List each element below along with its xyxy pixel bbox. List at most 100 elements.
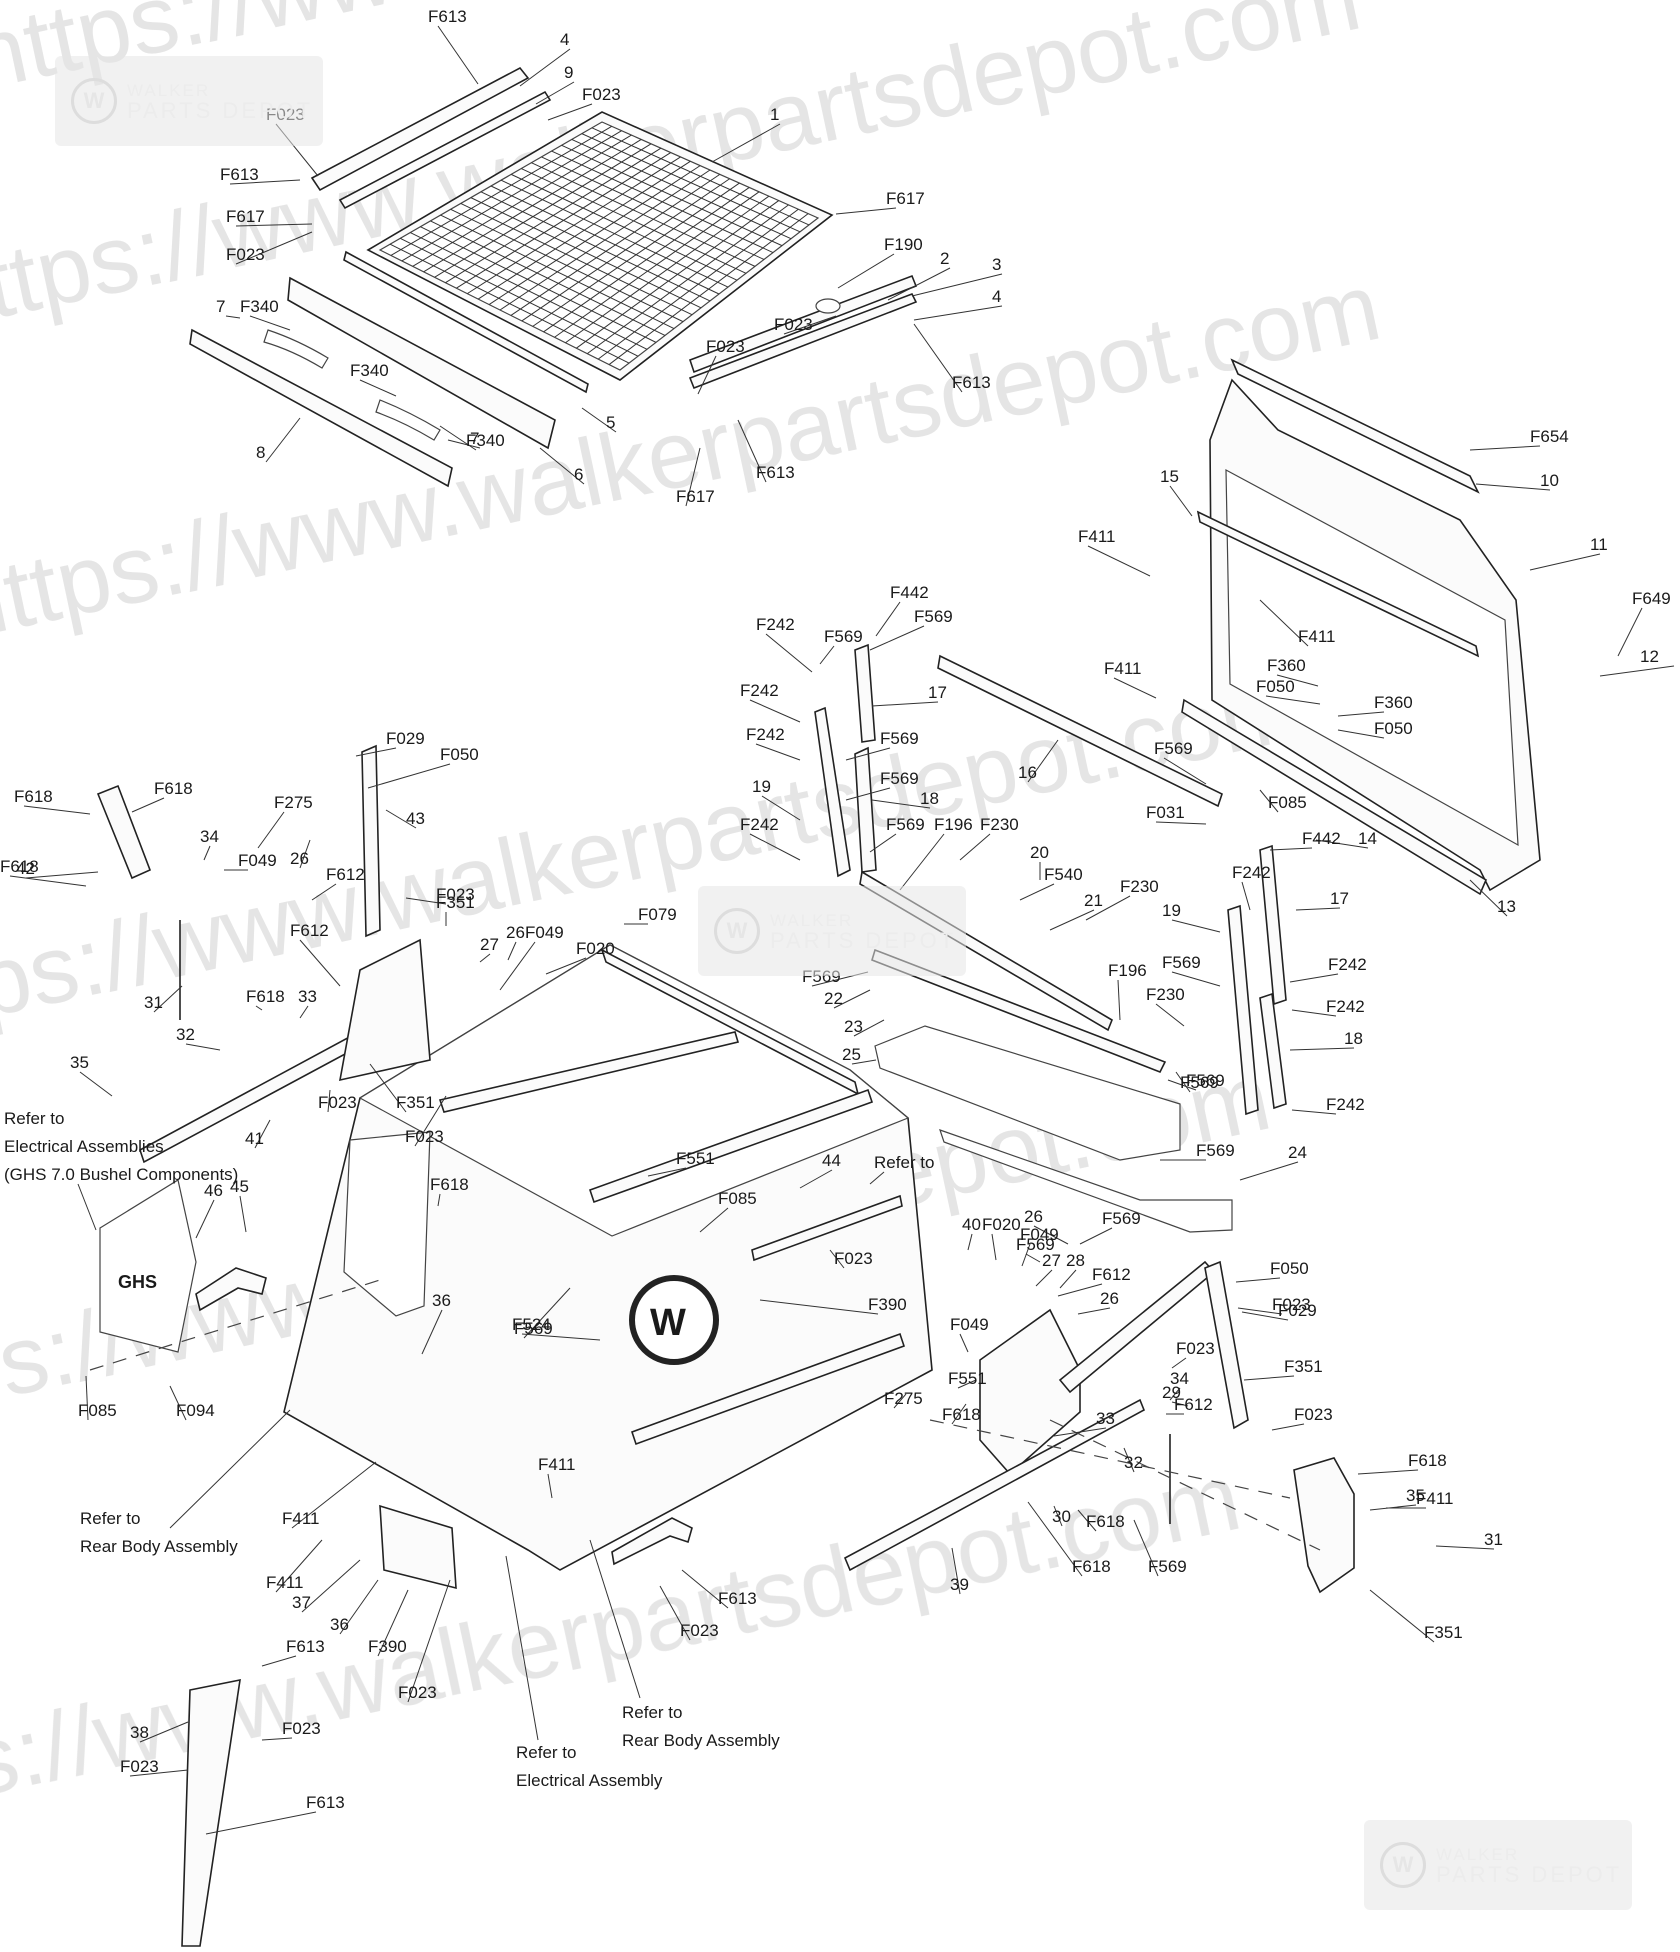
- callout-leader: [405, 897, 447, 905]
- mesh-line: [500, 179, 729, 288]
- callout-label: 12: [1640, 647, 1659, 666]
- note-electrical-bottom: Refer to Electrical Assembly: [505, 1555, 663, 1790]
- callout-label: F351: [1284, 1357, 1323, 1376]
- callout-leaders: [9, 25, 1675, 1835]
- callout-leader: [79, 1071, 113, 1097]
- callout-leader: [913, 305, 1003, 321]
- callout-leader: [1289, 973, 1339, 983]
- callout-leader: [1035, 1269, 1053, 1287]
- callout-leader: [1171, 1357, 1187, 1369]
- callout-label: 18: [920, 789, 939, 808]
- callout-leader: [1271, 1423, 1305, 1431]
- callout-label: F275: [884, 1389, 923, 1408]
- callout-leader: [1235, 1277, 1281, 1283]
- callout-label: 15: [1160, 467, 1179, 486]
- callout-leader: [951, 1403, 967, 1425]
- callout-leader: [225, 315, 241, 319]
- callout-leader: [1269, 847, 1313, 851]
- mesh-line: [532, 182, 740, 327]
- callout-label: F442: [1302, 829, 1341, 848]
- badge-line1: WALKER: [127, 81, 211, 100]
- callout-leader: [959, 833, 991, 861]
- callout-leader: [291, 1461, 377, 1529]
- arm-28: [1058, 1260, 1216, 1394]
- callout-leader: [765, 633, 813, 673]
- callout-leader: [1133, 1519, 1159, 1577]
- callout-label: F524: [512, 1315, 551, 1334]
- badge-line2: PARTS DEPOT: [127, 98, 314, 123]
- mesh-line: [499, 169, 711, 311]
- callout-leader: [437, 1193, 441, 1207]
- callout-label: F411: [1104, 659, 1142, 678]
- callout-label: F569: [1154, 739, 1193, 758]
- callout-label: F085: [78, 1401, 117, 1420]
- callout-leader: [819, 645, 835, 665]
- callout-label: 24: [1288, 1143, 1307, 1162]
- rod-35-right: [843, 1398, 1146, 1572]
- callout-leader: [301, 1559, 361, 1613]
- note-leader: [505, 1555, 539, 1741]
- callout-leader: [685, 447, 701, 507]
- callout-label: F569: [1102, 1209, 1141, 1228]
- callout-label: F242: [756, 615, 795, 634]
- callout-leader: [1259, 599, 1309, 647]
- badge-line1: WALKER: [770, 911, 854, 930]
- callout-leader: [659, 1585, 691, 1641]
- note-line: Refer to: [4, 1109, 64, 1128]
- callout-label: F230: [1120, 877, 1159, 896]
- callout-leader: [299, 939, 341, 987]
- callout-leader: [229, 179, 301, 185]
- note-line: Refer to: [622, 1703, 682, 1722]
- callout-leader: [749, 699, 801, 723]
- strip-16: [937, 654, 1223, 808]
- callout-leader: [1239, 1161, 1299, 1181]
- callout-label: F613: [286, 1637, 325, 1656]
- left-components: GHS: [96, 744, 457, 1947]
- callout-label: F618: [246, 987, 285, 1006]
- callout-label: 1: [770, 105, 779, 124]
- callout-leader: [239, 1195, 247, 1233]
- bracket-18-right: [1259, 992, 1287, 1110]
- callout-label: 2: [940, 249, 949, 268]
- callout-leader: [205, 1811, 317, 1835]
- bracket-30: [1293, 1457, 1355, 1594]
- bracket-18-left: [854, 746, 877, 873]
- note-line: Refer to: [80, 1509, 140, 1528]
- callout-label: 26: [506, 923, 525, 942]
- callout-leader: [1265, 695, 1321, 705]
- callout-label: 33: [298, 987, 317, 1006]
- callout-leader: [1155, 1003, 1185, 1027]
- callout-leader: [261, 1737, 293, 1741]
- hinge-plate-41: [338, 938, 431, 1082]
- callout-label: 30: [1052, 1507, 1071, 1526]
- callout-label: F190: [884, 235, 923, 254]
- callout-leader: [414, 1095, 447, 1147]
- callout-leader: [169, 1385, 187, 1421]
- bar-6: [287, 276, 556, 450]
- mesh-line: [597, 208, 799, 360]
- callout-label: 14: [1358, 829, 1377, 848]
- callout-label: F613: [306, 1793, 345, 1812]
- mesh-grid: [389, 125, 810, 365]
- callout-label: F618: [0, 857, 39, 876]
- callout-label: F242: [746, 725, 785, 744]
- callout-label: 5: [606, 413, 615, 432]
- mesh-line: [510, 173, 738, 281]
- callout-leader: [235, 223, 313, 227]
- callout-label: 32: [176, 1025, 195, 1044]
- mesh-line: [571, 138, 792, 240]
- callout-label: 11: [1590, 535, 1608, 554]
- callout-leader: [871, 701, 939, 707]
- callout-leader: [1049, 909, 1095, 931]
- callout-leader: [1241, 1311, 1289, 1321]
- callout-leader: [871, 799, 931, 809]
- strip-15: [1196, 510, 1480, 658]
- badge-line1: WALKER: [1436, 1845, 1520, 1864]
- callout-label: F612: [1092, 1265, 1131, 1284]
- callout-leader: [1171, 971, 1221, 987]
- callout-label: F023: [436, 885, 475, 904]
- callout-leader: [1295, 907, 1341, 911]
- callout-label: F196: [934, 815, 973, 834]
- callout-label: 19: [1162, 901, 1181, 920]
